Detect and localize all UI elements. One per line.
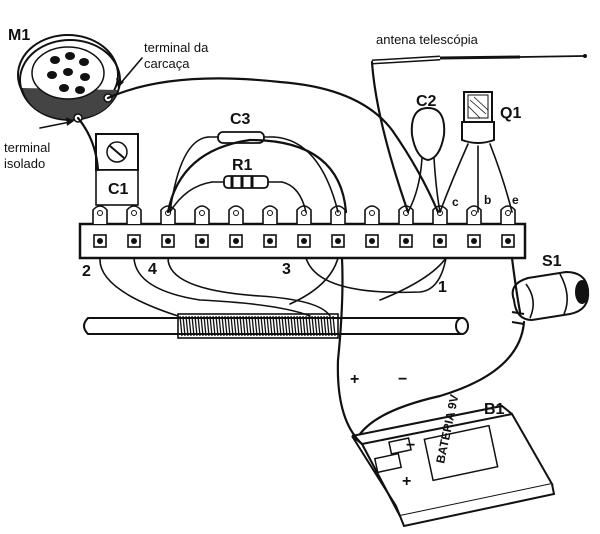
switch-s1 [511, 270, 590, 325]
label-pin-e: e [512, 193, 519, 207]
coil-winding [182, 315, 186, 337]
coil-winding [194, 315, 198, 337]
coil-winding [242, 315, 246, 337]
coil-winding [284, 315, 288, 337]
ferrite-antenna-coil [83, 313, 469, 339]
wires [76, 60, 526, 446]
label-terminal-carcaca-line2: carcaça [144, 56, 190, 71]
coil-winding [260, 315, 264, 337]
coil-winding [320, 315, 324, 337]
coil-winding [200, 315, 204, 337]
coil-winding [296, 315, 300, 337]
coil-winding [239, 315, 243, 337]
label-plus: + [350, 371, 359, 388]
coil-winding [254, 315, 258, 337]
transistor-q1 [461, 91, 495, 144]
coil-winding [302, 315, 306, 337]
terminal-lug [398, 205, 414, 248]
coil-winding [206, 315, 210, 337]
label-node-3: 3 [282, 261, 291, 278]
label-node-1: 1 [438, 279, 447, 296]
label-c1: C1 [108, 181, 129, 198]
label-q1: Q1 [500, 105, 521, 122]
coil-winding [191, 315, 195, 337]
coil-winding [224, 315, 228, 337]
label-pin-b: b [484, 193, 491, 207]
coil-winding [287, 315, 291, 337]
terminal-lug [126, 205, 142, 248]
coil-winding [332, 315, 336, 337]
coil-winding [278, 315, 282, 337]
coil-winding [311, 315, 315, 337]
capacitor-c2 [410, 106, 446, 162]
coil-winding [308, 315, 312, 337]
coil-body [177, 313, 339, 339]
coil-winding [218, 315, 222, 337]
terminal-strip [78, 205, 527, 260]
label-terminal-isolado-line1: terminal [4, 140, 50, 155]
telescopic-antenna [371, 54, 587, 65]
label-node-4: 4 [148, 261, 157, 278]
label-s1: S1 [542, 253, 562, 270]
coil-winding [269, 315, 273, 337]
coil-winding [275, 315, 279, 337]
coil-winding [323, 315, 327, 337]
coil-winding [215, 315, 219, 337]
coil-winding [263, 315, 267, 337]
coil-winding [212, 315, 216, 337]
coil-winding [266, 315, 270, 337]
label-b1: B1 [484, 401, 505, 418]
label-pin-c: c [452, 195, 459, 209]
coil-winding [317, 315, 321, 337]
terminal-lug [194, 205, 210, 248]
label-terminal-carcaca-line1: terminal da [144, 40, 209, 55]
coil-winding [179, 315, 183, 337]
label-r1: R1 [232, 157, 253, 174]
terminal-lug [466, 205, 482, 248]
coil-winding [257, 315, 261, 337]
terminal-lug [330, 205, 346, 248]
coil-winding [314, 315, 318, 337]
label-minus: − [398, 371, 407, 388]
coil-winding [236, 315, 240, 337]
coil-winding [305, 315, 309, 337]
coil-winding [227, 315, 231, 337]
coil-winding [188, 315, 192, 337]
coil-winding [251, 315, 255, 337]
terminal-lug [228, 205, 244, 248]
coil-winding [248, 315, 252, 337]
coil-winding [197, 315, 201, 337]
coil-winding [299, 315, 303, 337]
label-c3: C3 [230, 111, 251, 128]
label-terminal-isolado-line2: isolado [4, 156, 45, 171]
coil-winding [272, 315, 276, 337]
coil-winding [185, 315, 189, 337]
coil-winding [245, 315, 249, 337]
coil-winding [221, 315, 225, 337]
coil-winding [209, 315, 213, 337]
coil-winding [293, 315, 297, 337]
terminal-lug [262, 205, 278, 248]
coil-winding [329, 315, 333, 337]
label-m1: M1 [8, 27, 30, 44]
coil-winding [326, 315, 330, 337]
coil-winding [230, 315, 234, 337]
resistor-r1 [211, 175, 283, 189]
capacitor-c1 [95, 133, 139, 206]
speaker-m1 [17, 34, 121, 123]
label-battery-plus: + [402, 473, 411, 490]
coil-winding [233, 315, 237, 337]
terminal-lug [92, 205, 108, 248]
coil-winding [203, 315, 207, 337]
label-antena: antena telescópia [376, 32, 479, 47]
battery-b1 [351, 404, 556, 528]
label-node-2: 2 [82, 263, 91, 280]
label-c2: C2 [416, 93, 437, 110]
coil-winding [281, 315, 285, 337]
terminal-lug [364, 205, 380, 248]
coil-winding [290, 315, 294, 337]
label-battery-minus: − [406, 437, 415, 454]
